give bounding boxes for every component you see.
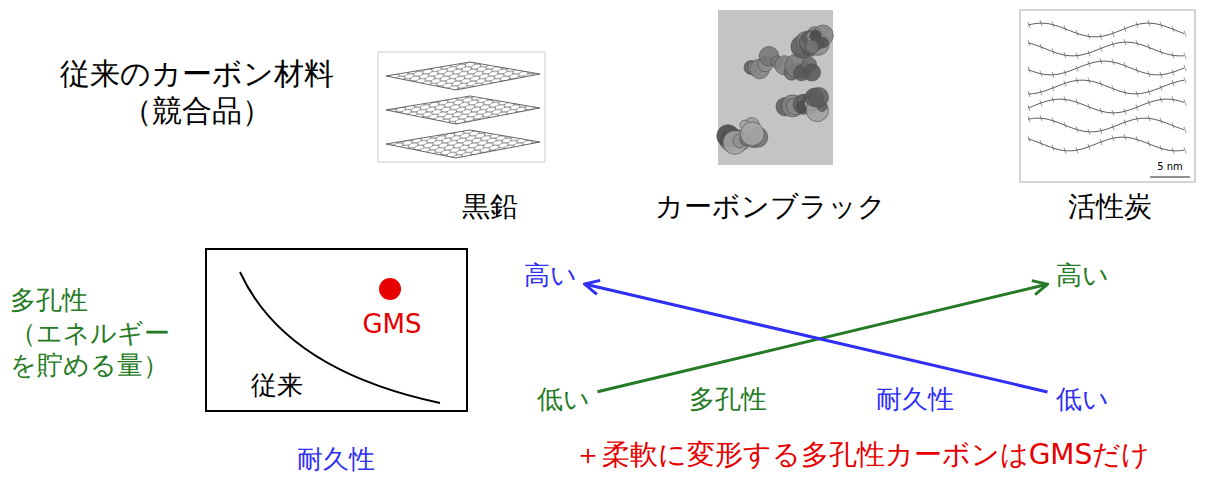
layer-fragment — [1028, 77, 1186, 97]
activated-carbon-illustration — [1020, 10, 1195, 182]
edge-label: 耐久性 — [874, 384, 956, 415]
carbon-particle — [809, 87, 829, 107]
layer-fragment — [1028, 20, 1186, 40]
axis-label: 多孔性 （エネルギー を貯める量） — [10, 284, 170, 382]
scale-end-label: 低い — [1053, 382, 1112, 417]
image-frame — [378, 52, 545, 162]
graphene-sheet — [386, 130, 540, 158]
graphene-sheet — [386, 96, 540, 124]
curve-label: 従来 — [251, 370, 303, 401]
axis-label: 耐久性 — [297, 444, 375, 475]
scale-end-label: 高い — [521, 258, 580, 293]
material-name: 活性炭 — [1068, 190, 1152, 224]
scale-end-label: 低い — [534, 382, 593, 417]
scale-label: 5 nm — [1157, 161, 1183, 173]
layer-fragment — [1028, 39, 1186, 59]
carbon-strand — [1028, 137, 1184, 151]
durability-arrow — [585, 284, 1048, 392]
layer-fragment — [1028, 134, 1186, 154]
material-name: カーボンブラック — [655, 190, 886, 224]
scale-bar — [1150, 176, 1190, 177]
image-frame — [1020, 10, 1195, 182]
section-heading: 従来のカーボン材料 （競合品） — [60, 55, 334, 130]
carbon-particle — [805, 40, 818, 53]
layer-fragment — [1028, 96, 1186, 116]
gms-point — [379, 278, 401, 300]
tradeoff-chart: GMS 従来 — [205, 248, 468, 412]
carbon-strand — [1028, 42, 1184, 56]
carbon-strand — [1028, 23, 1184, 37]
scale-word: 低い — [1056, 384, 1109, 415]
scale-end-label: 高い — [1053, 258, 1112, 293]
graphite-illustration — [378, 52, 545, 162]
carbon-black-illustration — [717, 10, 834, 165]
carbon-particle — [803, 64, 820, 81]
tradeoff-curve — [240, 272, 440, 403]
layer-fragment — [1028, 115, 1186, 135]
edge-label: 多孔性 — [687, 384, 769, 415]
graphene-sheet — [386, 62, 540, 90]
layer-fragment — [1028, 58, 1186, 78]
carbon-particle — [740, 122, 764, 146]
note-text: ＋柔軟に変形する多孔性カーボンはGMSだけ — [574, 438, 1151, 472]
carbon-strand — [1028, 99, 1184, 113]
scale-word: 低い — [537, 384, 590, 415]
point-label: GMS — [362, 309, 421, 340]
scale-word: 高い — [524, 260, 577, 291]
tem-background — [718, 10, 833, 165]
scale-word: 高い — [1056, 260, 1109, 291]
material-name: 黒鉛 — [462, 190, 518, 224]
